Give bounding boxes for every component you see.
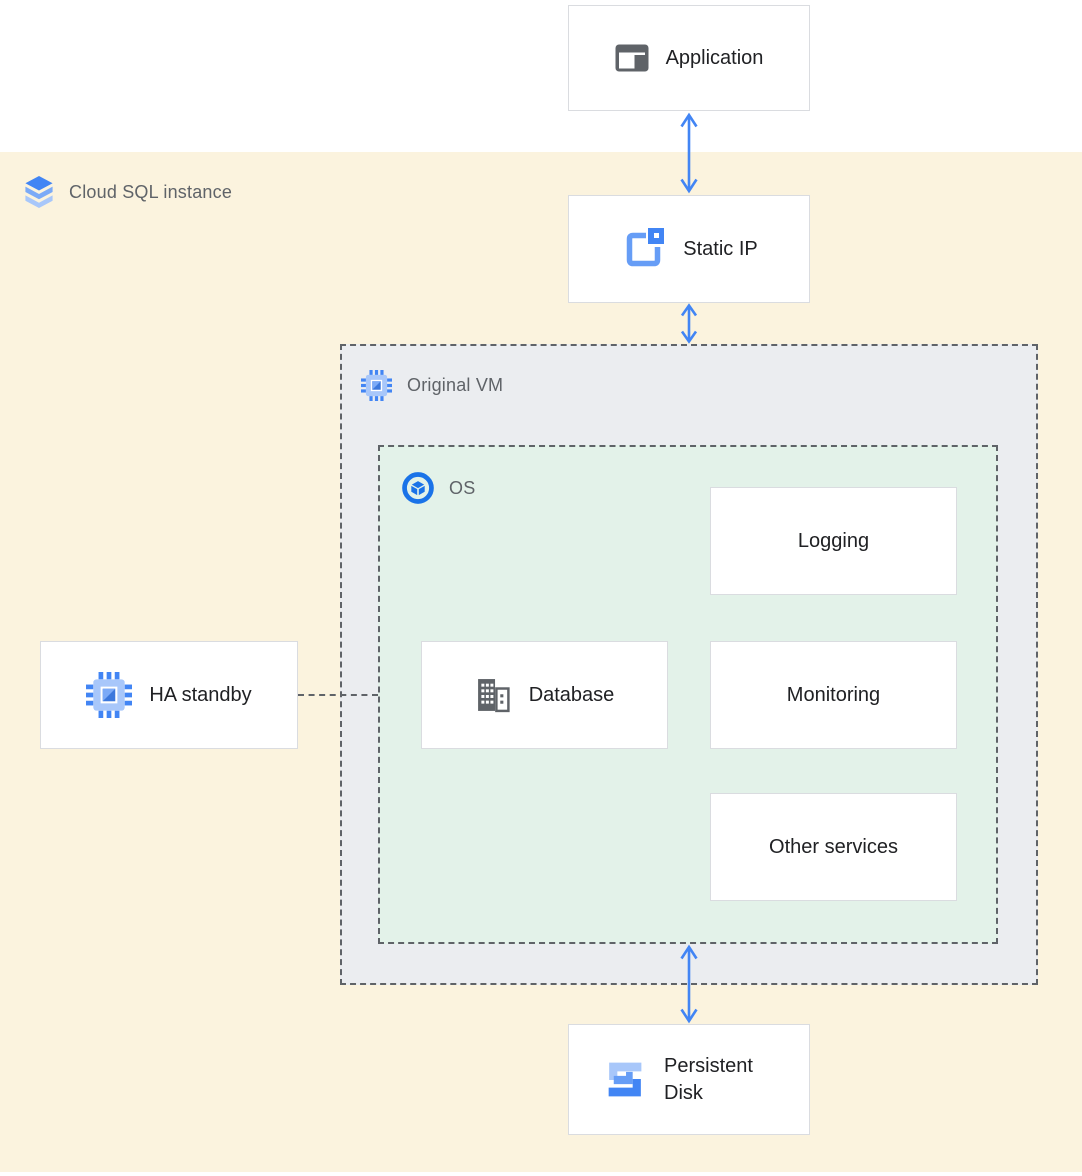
arrow-os-persistentdisk <box>674 944 704 1024</box>
os-icon <box>402 472 434 504</box>
monitoring-label: Monitoring <box>786 683 881 706</box>
application-node: Application <box>568 5 810 111</box>
persistent-disk-label: Persistent Disk <box>664 1054 753 1104</box>
application-label: Application <box>665 46 764 69</box>
database-building-icon <box>475 677 512 714</box>
database-node: Database <box>421 641 668 749</box>
static-ip-node: Static IP <box>568 195 810 303</box>
ha-standby-label: HA standby <box>149 683 252 706</box>
persistent-disk-node: Persistent Disk <box>568 1024 810 1135</box>
compute-engine-icon <box>361 370 392 401</box>
compute-engine-icon <box>86 672 133 718</box>
ha-standby-node: HA standby <box>40 641 298 749</box>
cloud-sql-region-label: Cloud SQL instance <box>24 176 232 209</box>
cloud-sql-icon <box>24 176 54 209</box>
os-region-label: OS <box>402 472 475 504</box>
logging-label: Logging <box>797 529 870 552</box>
arrow-staticip-vm <box>674 303 704 344</box>
persistent-disk-icon <box>602 1057 647 1102</box>
arrow-application-staticip <box>674 112 704 194</box>
logging-node: Logging <box>710 487 957 595</box>
cloud-sql-region-title: Cloud SQL instance <box>69 182 233 202</box>
connector-ha-standby-to-vm <box>298 694 378 696</box>
application-window-icon <box>615 44 649 72</box>
static-ip-label: Static IP <box>683 237 758 260</box>
other-services-node: Other services <box>710 793 957 901</box>
static-ip-icon <box>620 226 666 272</box>
other-services-label: Other services <box>769 835 898 858</box>
original-vm-region-title: Original VM <box>407 375 504 395</box>
database-label: Database <box>528 683 615 706</box>
monitoring-node: Monitoring <box>710 641 957 749</box>
os-region-title: OS <box>449 477 476 498</box>
original-vm-region-label: Original VM <box>361 370 503 401</box>
